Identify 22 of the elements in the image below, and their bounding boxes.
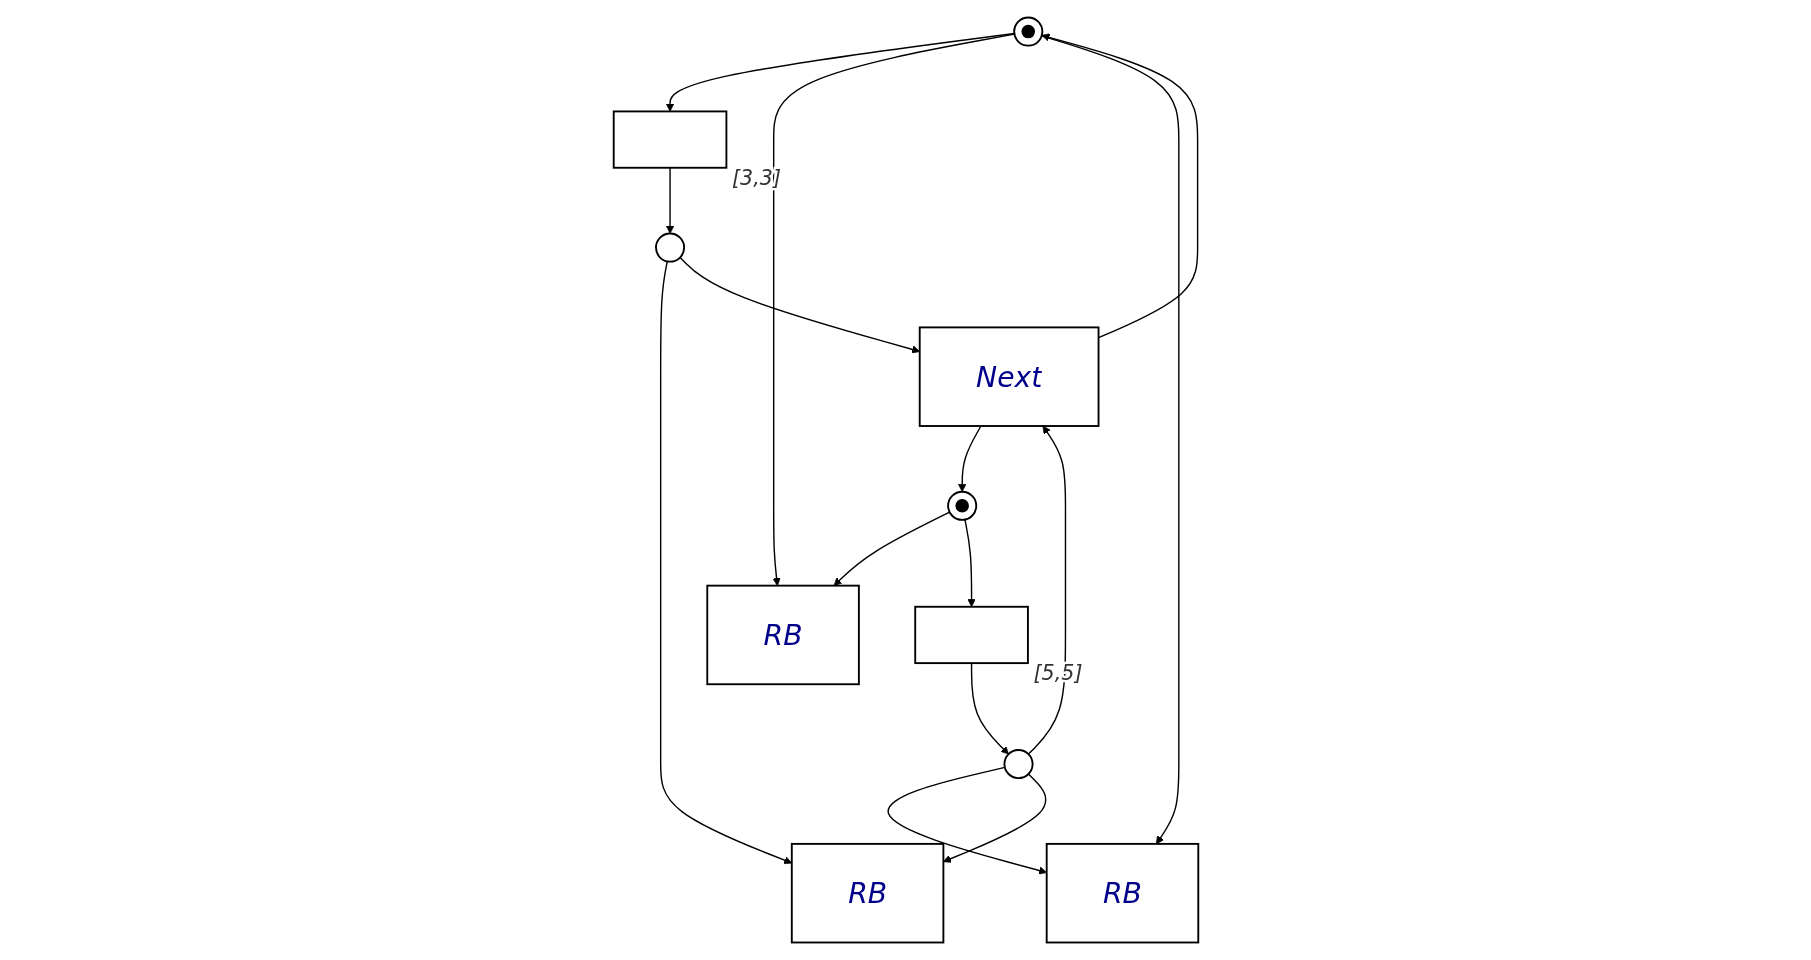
arrow — [957, 425, 982, 493]
arrow — [887, 766, 1047, 875]
arrow — [772, 33, 1015, 586]
transition-box — [913, 605, 1029, 665]
arrow — [1040, 35, 1180, 845]
arrow — [1027, 425, 1066, 755]
transition-box: RB — [1045, 842, 1199, 944]
place-circle — [1003, 749, 1034, 780]
transition-box: RB — [705, 584, 860, 686]
arrow — [963, 518, 976, 608]
transition-box: Next — [918, 326, 1099, 427]
arrow — [665, 32, 1015, 112]
transition-box: RB — [790, 842, 944, 944]
arrow — [942, 773, 1046, 863]
place-circle — [654, 232, 685, 263]
arrow — [833, 511, 950, 586]
transition-box — [612, 110, 727, 169]
arrow — [678, 256, 920, 354]
arrow — [665, 167, 674, 234]
arrow — [970, 662, 1009, 755]
arrow — [1040, 33, 1198, 339]
arrow — [659, 260, 792, 865]
